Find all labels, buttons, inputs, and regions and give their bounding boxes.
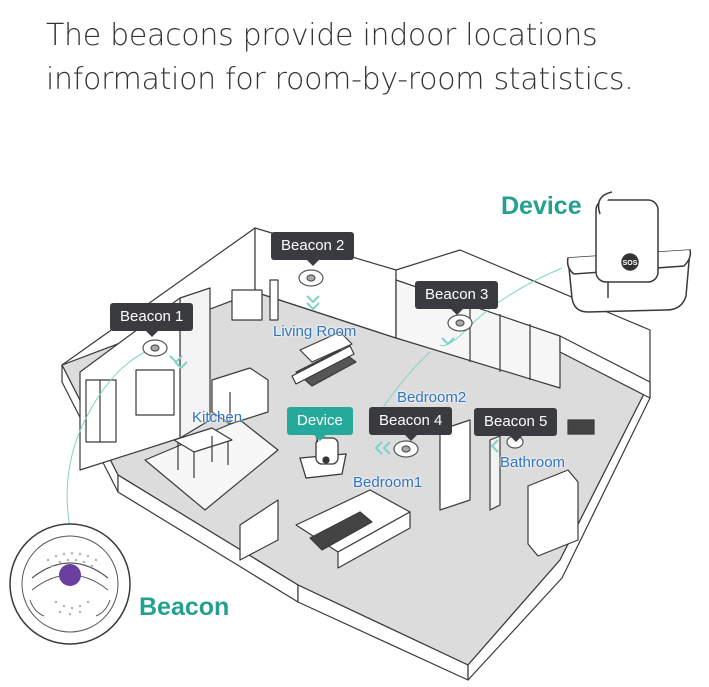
tag-beacon-5: Beacon 5 [474,408,558,442]
sink [567,419,595,435]
signal-chevron-icon [169,295,499,455]
tag-beacon-2: Beacon 2 [271,232,355,266]
tag-device: Device [287,407,353,441]
dining-table [173,427,233,453]
signal-line-beacon [66,351,146,529]
beacon-label: Beacon [139,593,230,621]
headline-line-2: information for room-by-room statistics. [46,62,634,97]
room-label-bedroom1: Bedroom1 [353,474,423,491]
kitchen-island [211,367,269,425]
device-label: Device [501,192,582,220]
tag-beacon-4: Beacon 4 [369,407,453,441]
kitchen-cabinet [135,369,175,416]
bathroom-wall [559,335,651,399]
lounge-chair [299,331,353,363]
beacon-icon [142,269,524,458]
bathtub [527,469,579,557]
tv-stand [231,289,263,321]
tag-beacon-3: Beacon 3 [415,281,499,315]
fridge [85,379,117,443]
tag-beacon-1: Beacon 1 [110,303,194,337]
sos-badge: SOS [623,260,638,267]
room-label-living-room: Living Room [273,323,357,340]
room-label-bathroom: Bathroom [500,454,566,471]
room-label-bedroom2: Bedroom2 [397,389,467,406]
large-device-body [595,191,659,283]
wardrobe [439,419,471,511]
partition-mid [239,499,279,561]
room-label-kitchen: Kitchen [192,409,243,426]
large-beacon-icon [9,523,131,645]
bathroom-divider [489,435,501,511]
headline-line-1: The beacons provide indoor locations [46,18,598,53]
bed-pillows [309,511,373,551]
headline: The beacons provide indoor locations inf… [46,14,686,102]
